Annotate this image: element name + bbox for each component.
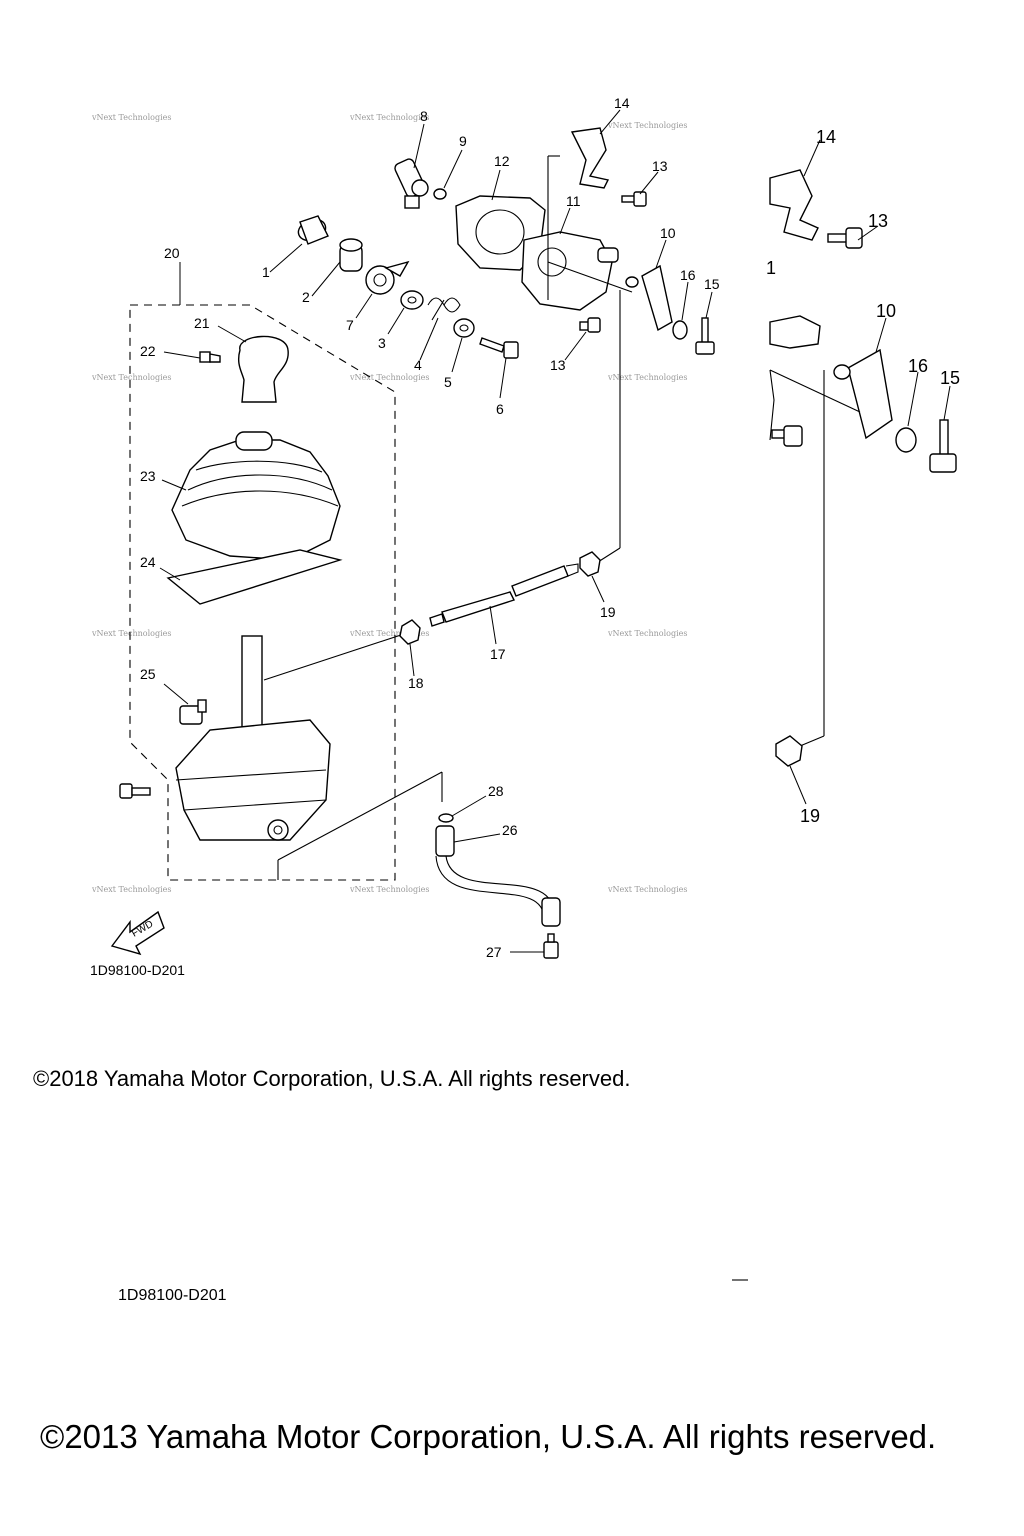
callouts-detail: 1 10 13 14 15 16 19	[766, 127, 960, 826]
callout-16: 16	[680, 267, 696, 283]
detail-callout-16: 16	[908, 356, 928, 376]
copyright-2013: ©2013 Yamaha Motor Corporation, U.S.A. A…	[40, 1418, 937, 1455]
callout-5: 5	[444, 374, 452, 390]
svg-text:vNext Technologies: vNext Technologies	[349, 373, 429, 382]
callout-17: 17	[490, 646, 506, 662]
callout-26: 26	[502, 822, 518, 838]
part-17-rod	[429, 563, 579, 627]
part-10-lever	[625, 264, 673, 332]
svg-text:vNext Technologies: vNext Technologies	[607, 629, 687, 638]
part-4-spring	[427, 297, 461, 321]
part-28-clip	[438, 813, 454, 823]
svg-text:vNext Technologies: vNext Technologies	[349, 113, 429, 122]
part-15-bolt	[695, 317, 715, 355]
svg-text:vNext Technologies: vNext Technologies	[349, 629, 429, 638]
callout-13a: 13	[652, 158, 668, 174]
callout-3: 3	[378, 335, 386, 351]
callout-15: 15	[704, 276, 720, 292]
svg-text:vNext Technologies: vNext Technologies	[91, 373, 171, 382]
part-26-hose	[435, 825, 561, 927]
svg-text:vNext Technologies: vNext Technologies	[91, 629, 171, 638]
svg-text:vNext Technologies: vNext Technologies	[607, 373, 687, 382]
callout-21: 21	[194, 315, 210, 331]
callouts-main: 1 2 3 4 5 6 7 8 9 10 11 12 13 13 14 15 1…	[140, 95, 720, 960]
part-1-cap	[297, 215, 329, 245]
detail-lever-10	[847, 348, 893, 440]
shift-box-housing	[175, 719, 331, 841]
watermarks: vNext Technologies vNext Technologies vN…	[91, 113, 687, 894]
side-bolt	[119, 783, 151, 799]
part-23-boot	[171, 431, 341, 561]
callout-25: 25	[140, 666, 156, 682]
svg-text:vNext Technologies: vNext Technologies	[91, 113, 171, 122]
part-22-screw	[199, 351, 221, 363]
callout-28: 28	[488, 783, 504, 799]
part-7-gear	[365, 260, 410, 295]
callout-2: 2	[302, 289, 310, 305]
part-24-gasket	[166, 549, 343, 605]
assembly-outline	[129, 304, 396, 881]
part-27-plug	[543, 933, 559, 959]
part-21-knob	[237, 335, 289, 403]
callout-13b: 13	[550, 357, 566, 373]
callout-9: 9	[459, 133, 467, 149]
part-25-fitting	[179, 699, 207, 725]
callout-23: 23	[140, 468, 156, 484]
callout-4: 4	[414, 357, 422, 373]
part-5-washer	[453, 318, 475, 338]
detail-callout-19: 19	[800, 806, 820, 826]
part-9-o-ring	[433, 188, 447, 200]
callout-20: 20	[164, 245, 180, 261]
detail-view	[769, 139, 957, 805]
svg-text:vNext Technologies: vNext Technologies	[607, 885, 687, 894]
callout-18: 18	[408, 675, 424, 691]
callout-19: 19	[600, 604, 616, 620]
callout-27: 27	[486, 944, 502, 960]
detail-bolt-13	[827, 227, 863, 249]
detail-washer-16	[895, 427, 917, 453]
callout-8: 8	[420, 108, 428, 124]
part-16-washer	[672, 320, 688, 340]
detail-callout-10: 10	[876, 301, 896, 321]
part-13-bolt-upper	[621, 191, 647, 207]
part-13-bolt-lower	[579, 317, 601, 333]
detail-bolt-left	[771, 425, 803, 447]
detail-callout-14: 14	[816, 127, 836, 147]
detail-callout-13: 13	[868, 211, 888, 231]
part-8-gear-assy	[394, 158, 429, 209]
callout-7: 7	[346, 317, 354, 333]
detail-callout-1: 1	[766, 258, 776, 278]
svg-text:vNext Technologies: vNext Technologies	[349, 885, 429, 894]
detail-bolt-15	[929, 419, 957, 473]
callout-6: 6	[496, 401, 504, 417]
svg-text:vNext Technologies: vNext Technologies	[91, 885, 171, 894]
svg-text:vNext Technologies: vNext Technologies	[607, 121, 687, 130]
callout-11: 11	[566, 193, 581, 209]
fwd-arrow-icon: FWD	[110, 910, 165, 956]
part-3-washer	[400, 290, 424, 310]
part-2-collar	[339, 238, 363, 272]
callout-24: 24	[140, 554, 156, 570]
part-18-nut	[399, 619, 421, 645]
callout-22: 22	[140, 343, 156, 359]
part-6-bolt	[479, 337, 519, 359]
callout-1: 1	[262, 264, 270, 280]
diagram-code-repeat: 1D98100-D201	[118, 1287, 227, 1304]
callout-10: 10	[660, 225, 676, 241]
detail-nut-19	[775, 735, 803, 767]
callout-14: 14	[614, 95, 630, 111]
part-14-bracket	[570, 127, 610, 189]
diagram-code: 1D98100-D201	[90, 962, 185, 978]
detail-callout-15: 15	[940, 368, 960, 388]
copyright-2018: ©2018 Yamaha Motor Corporation, U.S.A. A…	[33, 1066, 631, 1091]
part-11-housing	[521, 231, 619, 311]
part-19-nut	[579, 551, 601, 577]
callout-12: 12	[494, 153, 510, 169]
